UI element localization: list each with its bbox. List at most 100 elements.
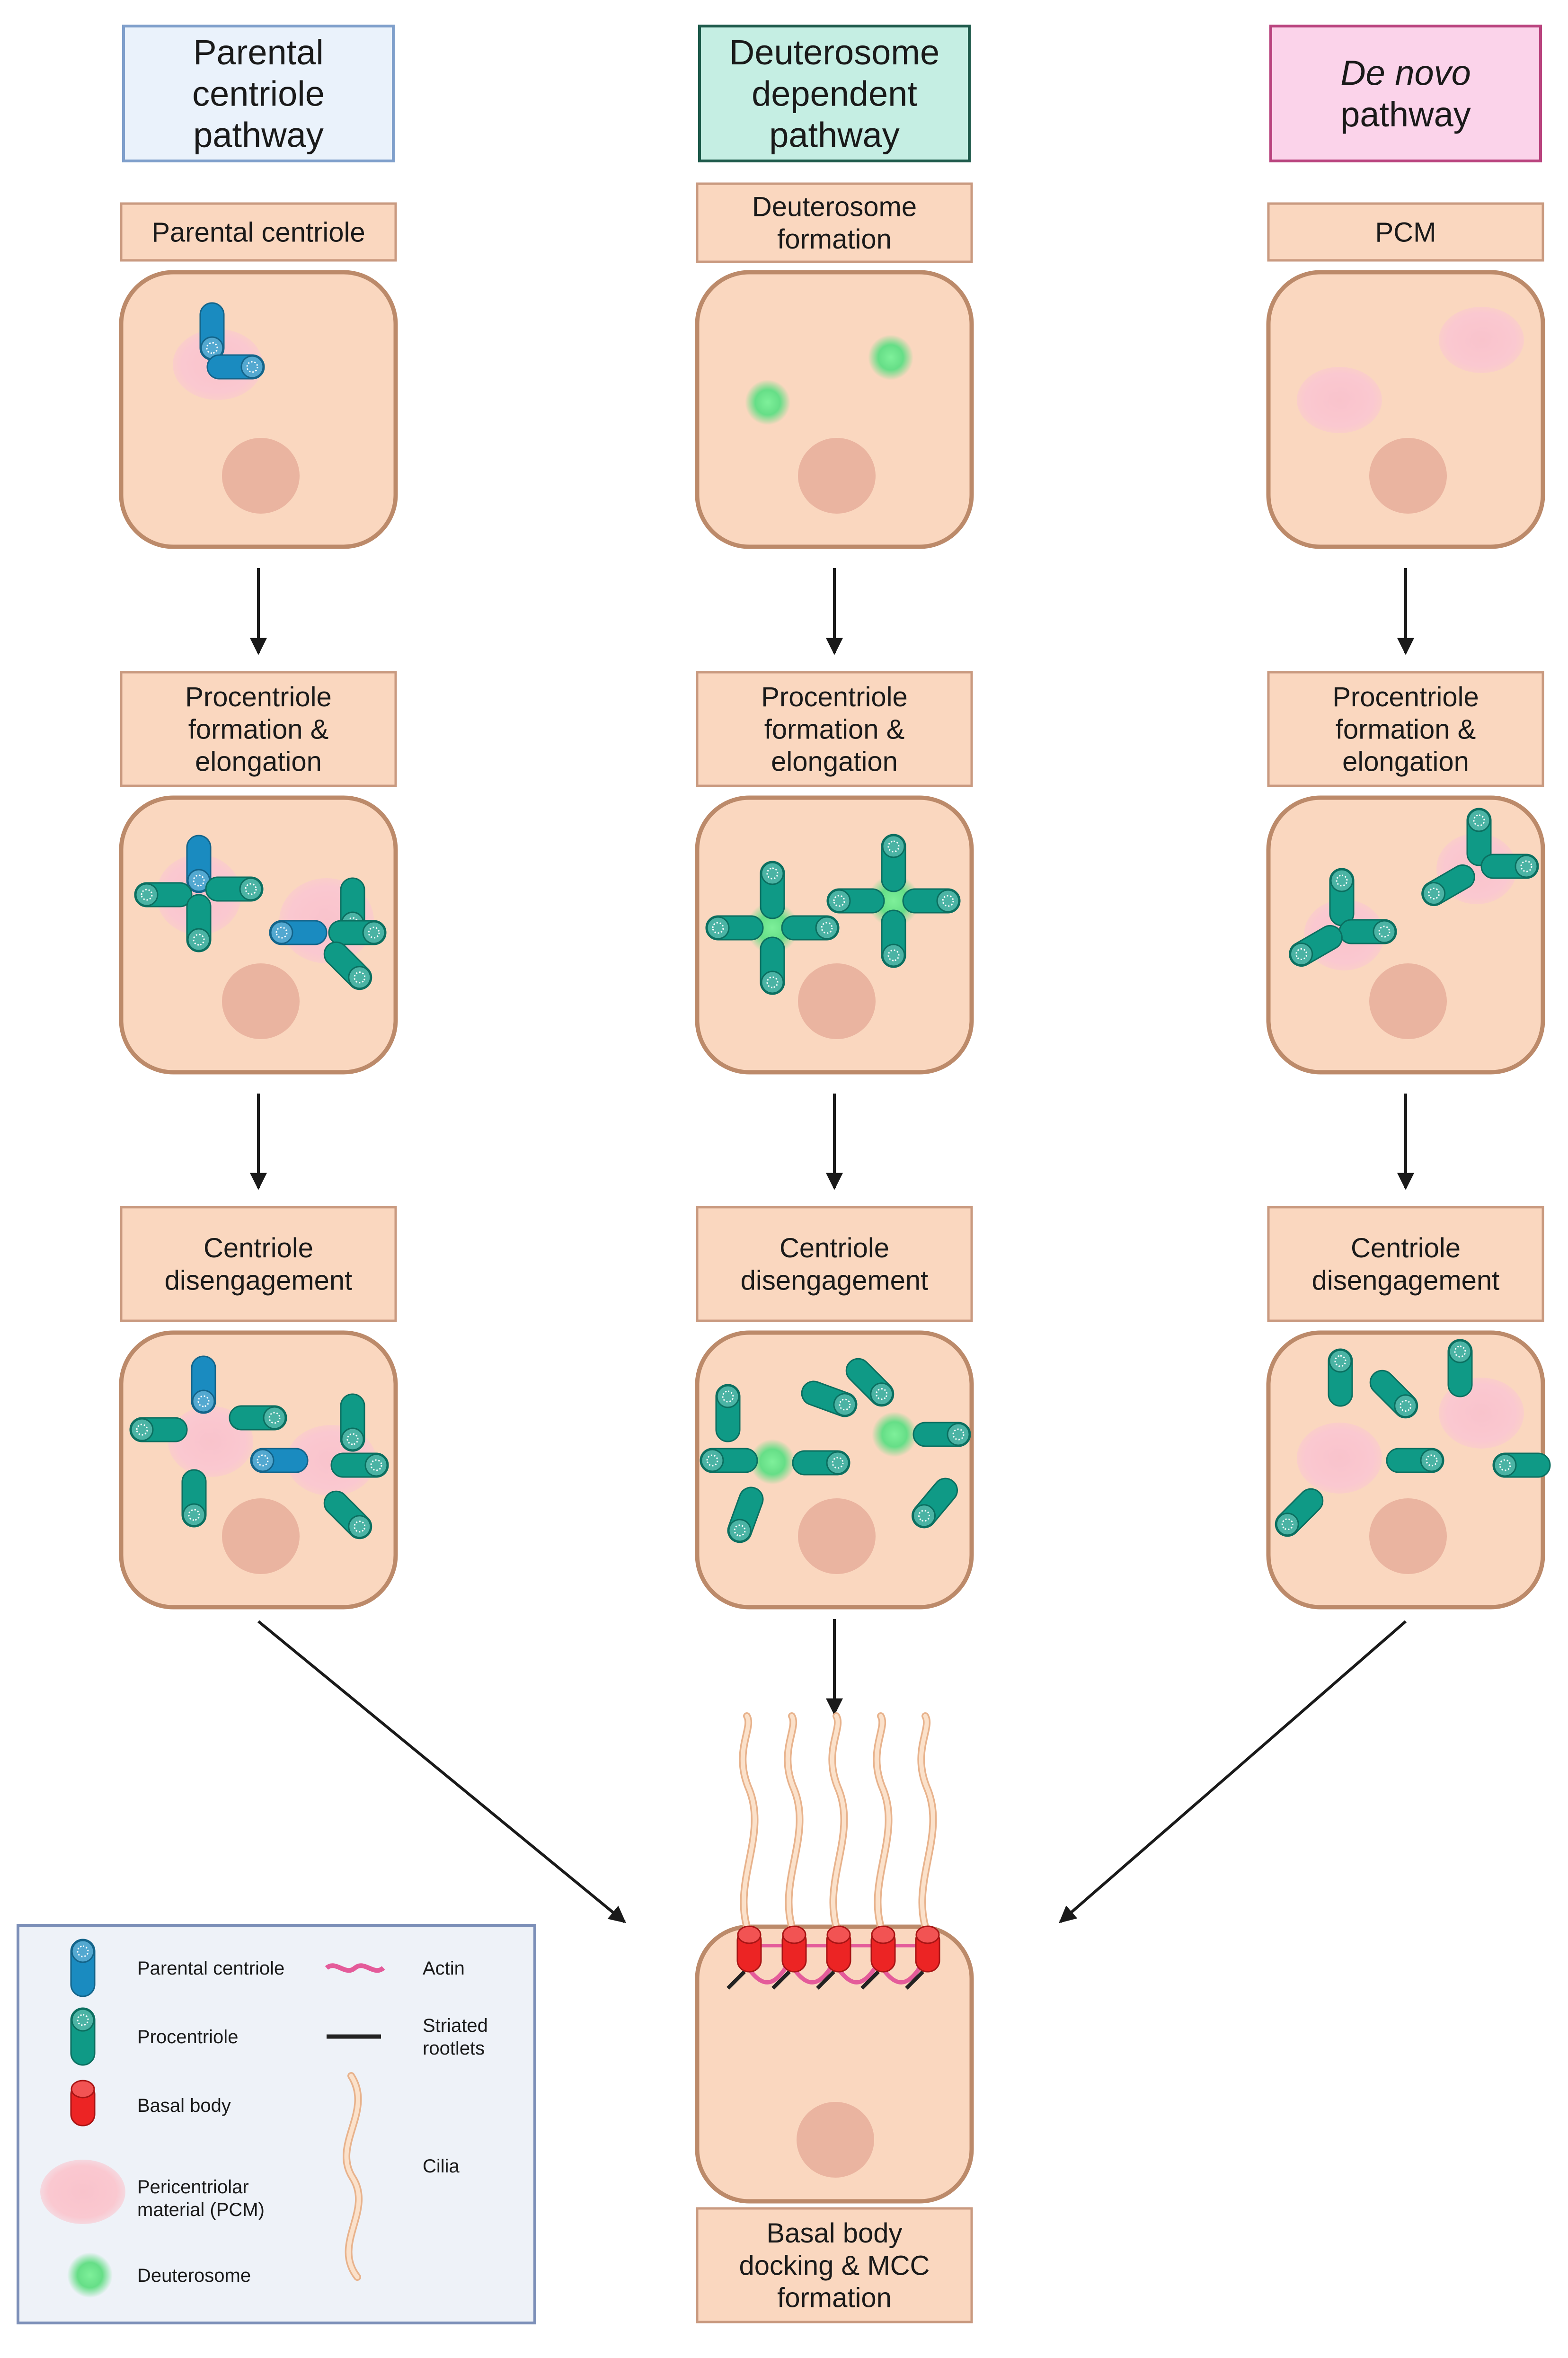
step-label-box bbox=[1267, 1206, 1544, 1322]
procentriole bbox=[1466, 808, 1492, 866]
procentriole-icon-cap bbox=[71, 2008, 95, 2032]
procentriole-cap bbox=[187, 928, 211, 952]
procentriole-cap-ring bbox=[766, 976, 779, 988]
procentriole bbox=[792, 1450, 850, 1476]
nucleus bbox=[797, 2102, 874, 2178]
centriole-layer bbox=[129, 302, 1551, 1543]
converge-arrow-left bbox=[257, 1620, 626, 1923]
procentriole bbox=[881, 834, 906, 892]
step-label-box bbox=[696, 1206, 973, 1322]
parental-centriole-cap-ring bbox=[257, 1454, 269, 1467]
arrows-layer bbox=[250, 568, 1414, 1923]
procentriole-cap-ring bbox=[833, 895, 845, 907]
deuterosome bbox=[868, 875, 920, 927]
deuterosome-layer bbox=[745, 335, 920, 1485]
procentriole-cap-ring bbox=[722, 1390, 734, 1403]
pathway-header-box bbox=[698, 25, 971, 162]
procentriole-cap bbox=[135, 883, 159, 907]
nucleus bbox=[1369, 963, 1447, 1039]
pathway-header-box bbox=[122, 25, 395, 162]
cilium bbox=[740, 1714, 757, 1936]
legend-label: rootlets bbox=[423, 2038, 485, 2059]
pathway-header-text-line: Parental bbox=[193, 33, 324, 72]
basal-body-icon-cap bbox=[71, 2080, 95, 2099]
parental-centriole bbox=[269, 920, 328, 945]
procentriole-icon bbox=[70, 2007, 96, 2066]
procentriole-cap bbox=[700, 1449, 724, 1472]
procentriole-cap bbox=[827, 889, 851, 913]
parental-centriole-cap-ring bbox=[197, 1395, 210, 1407]
procentriole bbox=[330, 1452, 389, 1478]
procentriole-cap bbox=[239, 877, 263, 901]
procentriole-cap bbox=[1373, 920, 1396, 943]
procentriole bbox=[1492, 1452, 1551, 1478]
parental-centriole-cap bbox=[270, 921, 293, 944]
striated-rootlet bbox=[816, 1970, 835, 1990]
procentriole-cap bbox=[1290, 943, 1313, 966]
procentriole-cap bbox=[826, 1451, 850, 1475]
procentriole-cap-ring bbox=[1520, 860, 1533, 872]
legend-label: material (PCM) bbox=[137, 2199, 265, 2220]
final-label-text-line: docking & MCC bbox=[739, 2250, 930, 2281]
procentriole bbox=[1447, 1339, 1473, 1397]
final-cell-layer bbox=[695, 1712, 974, 2204]
step-label-text-line: Centriole bbox=[204, 1233, 313, 1264]
procentriole bbox=[801, 1380, 858, 1417]
step-label-text-line: formation & bbox=[188, 714, 329, 745]
basal-body-cap bbox=[915, 1925, 940, 1944]
procentriole bbox=[845, 1358, 895, 1407]
nucleus bbox=[222, 1498, 300, 1574]
deuterosome bbox=[745, 380, 790, 425]
parental-centriole bbox=[191, 1355, 216, 1414]
procentriole bbox=[134, 882, 193, 908]
procentriole-cap bbox=[1329, 1349, 1352, 1373]
procentriole bbox=[229, 1405, 287, 1431]
procentriole bbox=[340, 1393, 365, 1452]
procentriole-cap bbox=[882, 835, 905, 858]
procentriole-cap-ring bbox=[346, 1433, 359, 1445]
procentriole-cap bbox=[947, 1423, 970, 1446]
step-label-text-line: formation & bbox=[764, 714, 905, 745]
procentriole bbox=[760, 936, 785, 995]
basal-body bbox=[915, 1925, 940, 1973]
actin-icon bbox=[325, 1963, 385, 1973]
parental-centriole bbox=[206, 354, 265, 380]
procentriole-cap bbox=[761, 862, 784, 885]
procentriole-cap-ring bbox=[887, 840, 900, 853]
cilium bbox=[785, 1714, 802, 1936]
striated-rootlet bbox=[860, 1970, 880, 1990]
nucleus bbox=[222, 438, 300, 514]
procentriole bbox=[129, 1417, 188, 1442]
procentriole-cap bbox=[761, 970, 784, 994]
procentriole bbox=[1329, 868, 1355, 926]
procentriole bbox=[705, 915, 764, 941]
step-label-text-line: elongation bbox=[771, 747, 898, 777]
step-label-text-line: disengagement bbox=[1312, 1265, 1500, 1296]
step-label-text-line: elongation bbox=[195, 747, 322, 777]
procentriole-cap-ring bbox=[245, 883, 257, 895]
step-label-text-line: Deuterosome bbox=[752, 192, 917, 222]
procentriole-cap bbox=[936, 889, 960, 913]
procentriole-cap-ring bbox=[832, 1457, 844, 1469]
legend-box bbox=[17, 1924, 536, 2324]
procentriole-cap-ring bbox=[1499, 1459, 1511, 1471]
legend-label: Striated bbox=[423, 2015, 488, 2036]
procentriole-cap-ring bbox=[918, 1510, 930, 1522]
procentriole-cap-ring bbox=[193, 934, 205, 946]
pathway-header-text-line: pathway bbox=[769, 116, 900, 155]
procentriole-cap bbox=[1448, 1340, 1472, 1363]
step-label-box bbox=[120, 202, 397, 262]
procentriole bbox=[781, 915, 840, 941]
pathway-header-text-line: centriole bbox=[192, 74, 325, 113]
final-label-text-line: formation bbox=[777, 2283, 892, 2314]
nucleus bbox=[798, 963, 876, 1039]
procentriole-cap-ring bbox=[712, 922, 724, 934]
procentriole-cap bbox=[815, 916, 839, 940]
step-label-box bbox=[120, 671, 397, 787]
procentriole-cap-ring bbox=[1454, 1345, 1466, 1358]
procentriole-cap-ring bbox=[1473, 814, 1485, 827]
procentriole-cap bbox=[263, 1406, 286, 1430]
basal-body bbox=[826, 1925, 851, 1973]
procentriole bbox=[715, 1384, 741, 1442]
